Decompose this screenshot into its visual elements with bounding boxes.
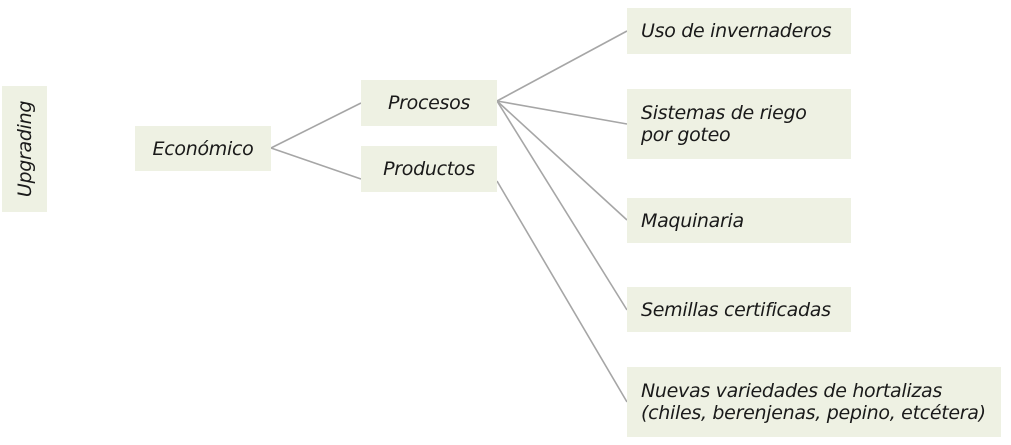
leaf-nuevas-variedades-text: Nuevas variedades de hortalizas (chiles,…: [641, 380, 995, 424]
connector-procesos-sistemas-de-riego: [496, 100, 628, 125]
connector-economico-productos: [270, 147, 362, 180]
leaf-nuevas-variedades: Nuevas variedades de hortalizas (chiles,…: [627, 367, 1001, 437]
leaf-sistemas-de-riego-text: Sistemas de riego por goteo: [641, 102, 845, 146]
node-economico: Económico: [135, 126, 271, 171]
connector-procesos-maquinaria: [496, 100, 628, 221]
leaf-text-line: Semillas certificadas: [641, 298, 831, 321]
connector-productos-nuevas-variedades: [496, 180, 628, 403]
leaf-maquinaria-text: Maquinaria: [641, 210, 845, 232]
leaf-semillas-certificadas: Semillas certificadas: [627, 287, 851, 332]
leaf-sistemas-de-riego: Sistemas de riego por goteo: [627, 89, 851, 159]
node-economico-label: Económico: [152, 137, 254, 160]
node-procesos: Procesos: [361, 80, 497, 126]
node-procesos-label: Procesos: [387, 92, 471, 114]
leaf-text-line: Nuevas variedades de hortalizas: [641, 380, 942, 402]
leaf-maquinaria: Maquinaria: [627, 198, 851, 243]
connector-economico-procesos: [270, 102, 362, 149]
leaf-uso-de-invernaderos-text: Uso de invernaderos: [641, 20, 845, 42]
leaf-text-line: Uso de invernaderos: [641, 20, 832, 42]
leaf-text-line: (chiles, berenjenas, pepino, etcétera): [641, 402, 986, 424]
leaf-text-line: Sistemas de riego: [641, 102, 807, 124]
connector-procesos-semillas-certificadas: [496, 100, 628, 311]
node-productos: Productos: [361, 146, 497, 192]
root-node-label: Upgrading: [13, 100, 36, 198]
root-node-upgrading: Upgrading: [2, 86, 47, 212]
connector-procesos-uso-de-invernaderos: [496, 30, 628, 102]
leaf-semillas-certificadas-text: Semillas certificadas: [641, 299, 845, 321]
leaf-text-line: por goteo: [641, 124, 731, 146]
leaf-text-line: Maquinaria: [641, 209, 744, 232]
node-productos-label: Productos: [383, 158, 475, 180]
leaf-uso-de-invernaderos: Uso de invernaderos: [627, 8, 851, 54]
